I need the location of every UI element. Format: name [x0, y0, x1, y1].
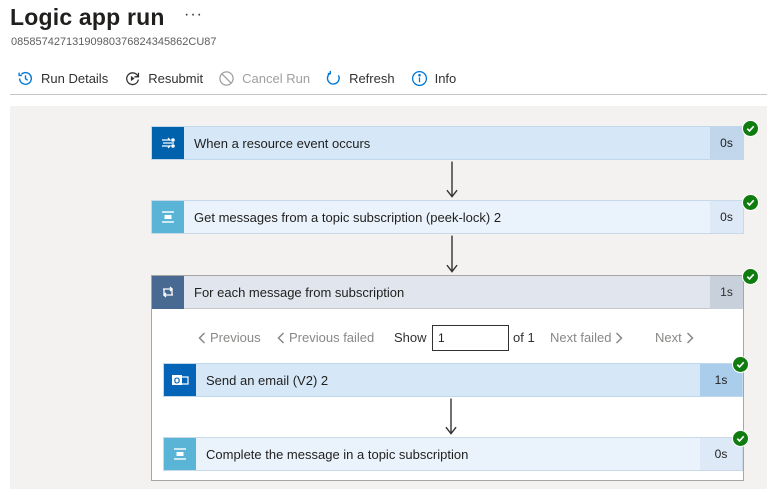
success-check-icon	[732, 356, 749, 373]
cancel-run-button[interactable]: Cancel Run	[218, 63, 310, 93]
chevron-left-icon	[277, 331, 285, 344]
get-messages-step[interactable]: Get messages from a topic subscription (…	[151, 200, 744, 234]
success-check-icon	[742, 120, 759, 137]
step-duration: 0s	[710, 127, 743, 159]
chevron-left-icon	[198, 331, 206, 344]
flow-arrow-icon	[446, 235, 458, 273]
trigger-step[interactable]: When a resource event occurs 0s	[151, 126, 744, 160]
service-bus-icon	[164, 438, 196, 470]
info-icon	[411, 70, 427, 86]
previous-failed-button[interactable]: Previous failed	[273, 330, 374, 345]
step-label: When a resource event occurs	[194, 135, 371, 151]
resubmit-button[interactable]: Resubmit	[124, 63, 203, 93]
foreach-label: For each message from subscription	[194, 284, 405, 300]
success-check-icon	[732, 430, 749, 447]
refresh-icon	[326, 70, 340, 85]
info-label: Info	[434, 70, 457, 86]
previous-label: Previous	[210, 330, 261, 345]
complete-message-step[interactable]: Complete the message in a topic subscrip…	[163, 437, 743, 471]
page-title: Logic app run	[10, 4, 165, 30]
refresh-label: Refresh	[349, 70, 395, 86]
run-details-button[interactable]: Run Details	[17, 63, 108, 93]
command-bar: Run Details Resubmit Cancel Run Refresh …	[10, 62, 767, 95]
iteration-pager: Previous Previous failed Show of 1 Next …	[152, 324, 743, 352]
step-duration: 0s	[710, 201, 743, 233]
run-id: 08585742713190980376824345862CU87	[11, 36, 217, 48]
outlook-icon: O	[164, 364, 196, 396]
run-details-label: Run Details	[41, 70, 109, 86]
flow-arrow-icon	[446, 161, 458, 198]
more-options-button[interactable]: ···	[184, 6, 203, 23]
history-icon	[18, 71, 33, 85]
next-button[interactable]: Next	[655, 330, 698, 345]
iteration-input[interactable]	[432, 325, 509, 351]
success-check-icon	[742, 194, 759, 211]
success-check-icon	[742, 268, 759, 285]
resubmit-label: Resubmit	[148, 70, 204, 86]
next-failed-button[interactable]: Next failed	[550, 330, 627, 345]
service-bus-icon	[152, 201, 184, 233]
chevron-right-icon	[616, 331, 623, 344]
next-failed-label: Next failed	[550, 330, 612, 345]
previous-button[interactable]: Previous	[194, 330, 261, 345]
info-button[interactable]: Info	[411, 63, 457, 93]
iteration-count: of 1	[513, 330, 535, 345]
flow-arrow-icon	[445, 398, 457, 435]
cancel-icon	[219, 70, 234, 86]
loop-icon	[152, 275, 184, 309]
refresh-button[interactable]: Refresh	[325, 63, 395, 93]
step-label: Complete the message in a topic subscrip…	[206, 446, 469, 462]
next-label: Next	[655, 330, 682, 345]
send-email-step[interactable]: O Send an email (V2) 2 1s	[163, 363, 743, 397]
step-duration: 0s	[700, 438, 742, 470]
event-grid-icon	[152, 127, 184, 159]
foreach-header[interactable]: For each message from subscription 1s	[152, 275, 743, 309]
chevron-right-icon	[686, 331, 694, 344]
step-label: Send an email (V2) 2	[206, 372, 329, 388]
resubmit-icon	[126, 71, 140, 85]
show-label: Show	[394, 330, 427, 345]
step-label: Get messages from a topic subscription (…	[194, 209, 502, 225]
foreach-duration: 1s	[710, 275, 743, 309]
previous-failed-label: Previous failed	[289, 330, 375, 345]
cancel-run-label: Cancel Run	[242, 70, 311, 86]
svg-text:O: O	[174, 377, 180, 386]
